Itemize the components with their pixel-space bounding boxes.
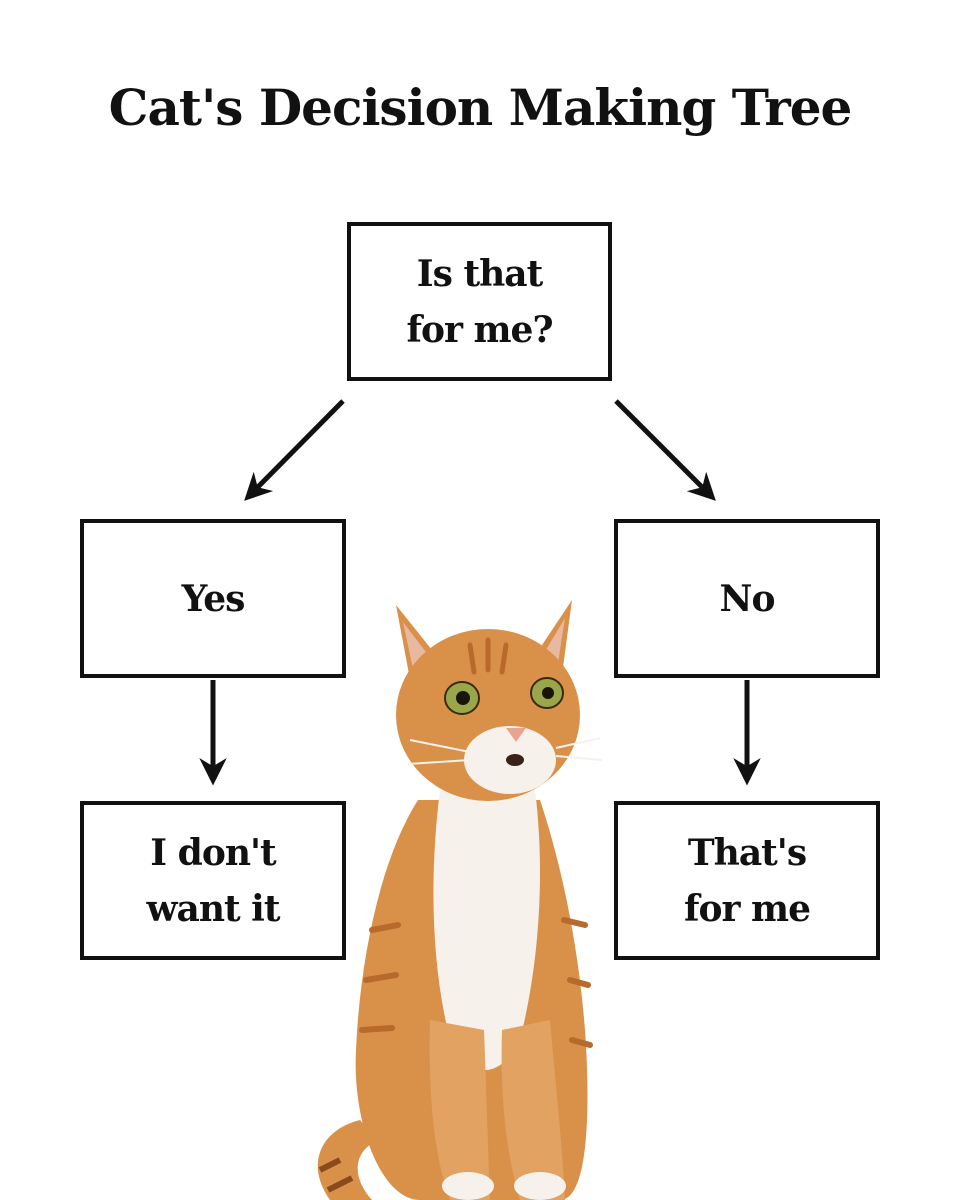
cat-head — [396, 600, 603, 801]
node-yes-result: I don't want it — [80, 801, 346, 960]
arrow-root-to-no — [614, 399, 716, 501]
node-no-result-label: That's for me — [684, 831, 811, 930]
node-no: No — [614, 519, 880, 678]
arrow-root-to-yes — [244, 399, 345, 501]
cat-tail — [317, 1120, 378, 1200]
cat-chest — [433, 790, 540, 1070]
node-yes: Yes — [80, 519, 346, 678]
node-yes-label: Yes — [181, 577, 246, 620]
node-no-label: No — [719, 577, 776, 620]
node-no-result: That's for me — [614, 801, 880, 960]
diagram-title: Cat's Decision Making Tree — [108, 78, 853, 137]
node-yes-result-label: I don't want it — [146, 831, 281, 930]
cat-front-legs — [429, 1020, 565, 1200]
node-root-label: Is that for me? — [406, 252, 553, 351]
node-root-question: Is that for me? — [347, 222, 612, 381]
